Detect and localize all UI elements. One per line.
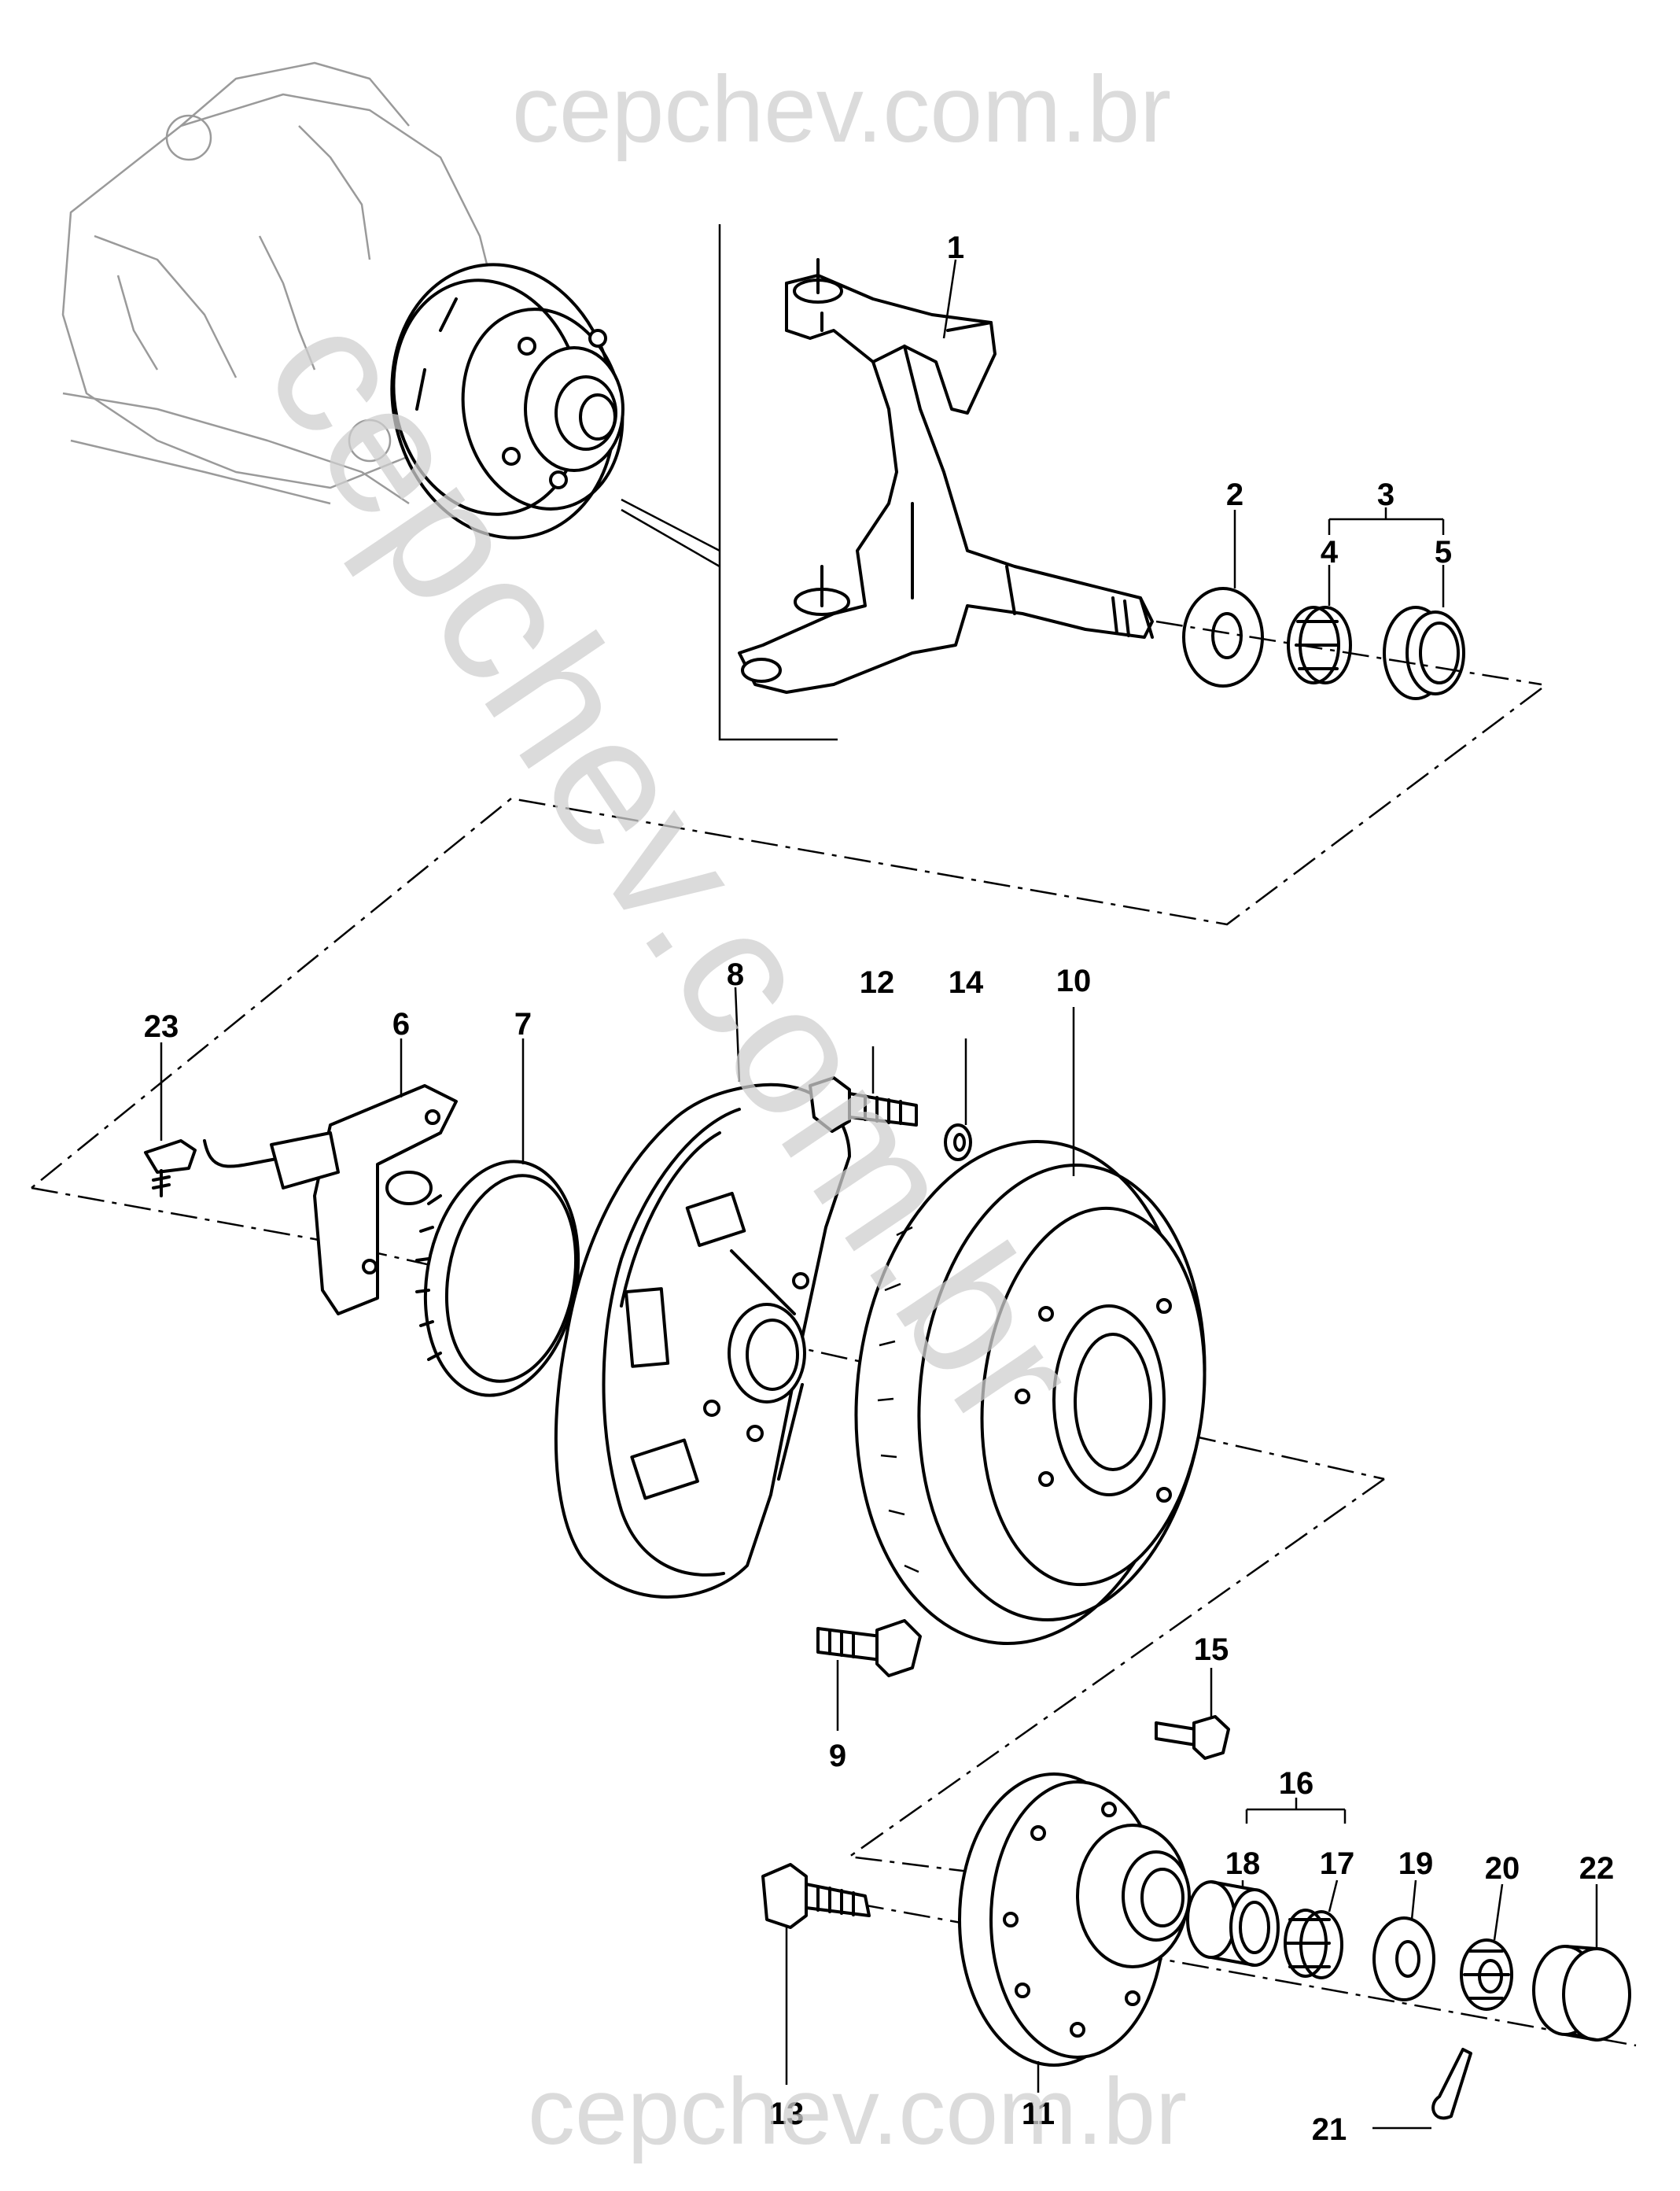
callout-4: 4 <box>1321 535 1339 570</box>
axis-line-middle <box>314 1238 1385 1481</box>
detail-frame <box>621 224 838 741</box>
callout-19: 19 <box>1398 1846 1434 1881</box>
callout-1: 1 <box>947 231 964 265</box>
callout-14: 14 <box>949 965 984 1000</box>
callout-23: 23 <box>144 1009 179 1044</box>
callout-21: 21 <box>1312 2112 1347 2147</box>
callout-13: 13 <box>769 2097 805 2131</box>
dust-cap <box>1532 1945 1631 2042</box>
lock-washer <box>944 1038 972 1161</box>
group-bracket-16 <box>1245 1798 1347 1824</box>
thrust-washer <box>1182 587 1264 688</box>
leader-19 <box>1410 1879 1417 1920</box>
callout-5: 5 <box>1435 535 1452 570</box>
bearing-cone <box>1287 606 1352 684</box>
wheel-hub <box>958 1772 1191 2093</box>
callout-2: 2 <box>1226 478 1243 512</box>
callout-12: 12 <box>860 965 895 1000</box>
cotter-pin <box>1372 2048 1472 2130</box>
callout-7: 7 <box>514 1007 532 1042</box>
leader-8 <box>734 987 741 1083</box>
bearing-cup <box>1383 606 1465 700</box>
callout-17: 17 <box>1320 1846 1355 1881</box>
wheel-stud <box>761 1863 871 2085</box>
abs-wheel-speed-sensor <box>203 1084 458 1315</box>
leader-17 <box>1328 1879 1339 1913</box>
callout-22: 22 <box>1579 1851 1615 1886</box>
callout-3: 3 <box>1377 478 1394 512</box>
outer-bearing-cone <box>1284 1909 1343 1979</box>
group-bracket-3 <box>1328 507 1445 535</box>
brake-rotor <box>854 1139 1207 1646</box>
leader-1 <box>942 259 957 339</box>
brake-splash-shield <box>554 1083 851 1599</box>
leader-20 <box>1493 1883 1504 1941</box>
assembly-boundary-upper <box>31 688 1542 1189</box>
shield-bolt <box>816 1619 922 1731</box>
callout-18: 18 <box>1225 1846 1261 1881</box>
castle-nut <box>1460 1938 1513 2011</box>
watermark-top: cepchev.com.br <box>512 57 1171 162</box>
callout-6: 6 <box>392 1007 410 1042</box>
assembly-boundary-lower <box>31 1186 315 1241</box>
callout-15: 15 <box>1194 1632 1229 1667</box>
steering-knuckle <box>738 258 1154 694</box>
callout-9: 9 <box>829 1739 846 1773</box>
sensor-clip <box>144 1139 197 1197</box>
watermark-bottom: cepchev.com.br <box>528 2059 1187 2164</box>
axis-line-top <box>1155 620 1542 686</box>
caliper-bolt <box>809 1046 918 1133</box>
hub-bolt <box>1155 1668 1230 1760</box>
callout-8: 8 <box>727 957 744 992</box>
callout-10: 10 <box>1056 964 1092 998</box>
rotor-assembly-context <box>390 263 624 540</box>
spindle-washer <box>1372 1916 1435 2001</box>
callout-labels: 1 2 3 4 5 6 7 8 9 10 11 12 13 14 15 16 1… <box>144 231 1615 2147</box>
callout-20: 20 <box>1485 1851 1520 1886</box>
callout-11: 11 <box>1022 2097 1055 2131</box>
outer-bearing-cup <box>1186 1880 1280 1967</box>
callout-16: 16 <box>1279 1766 1314 1801</box>
